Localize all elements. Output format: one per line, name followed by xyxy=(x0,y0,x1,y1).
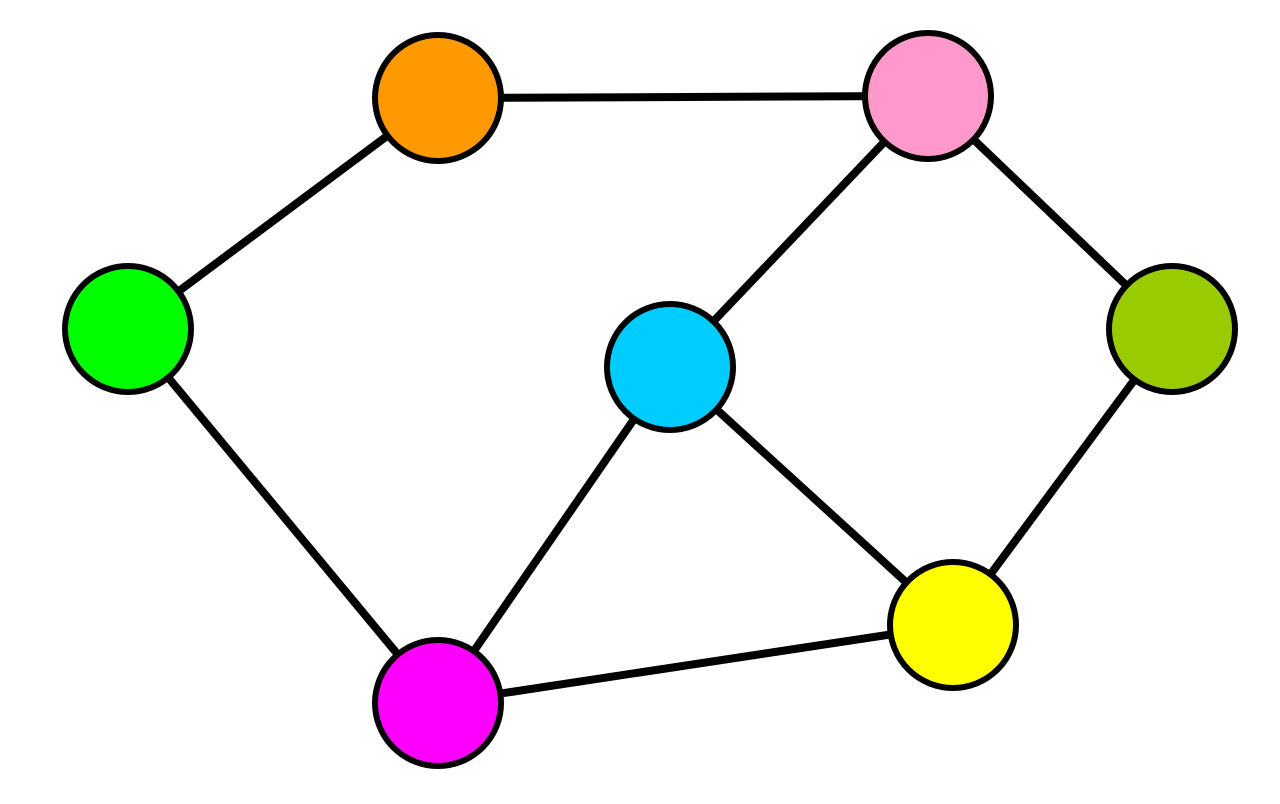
graph-node xyxy=(372,637,504,769)
graph-node xyxy=(887,559,1019,691)
graph-node xyxy=(604,301,736,433)
graph-node xyxy=(1106,263,1238,395)
nodes-layer xyxy=(62,30,1238,769)
graph-edge xyxy=(437,621,954,707)
graph-edge xyxy=(434,364,674,706)
graph-node xyxy=(372,32,504,164)
graph-edge xyxy=(124,326,442,706)
graph-node xyxy=(862,30,994,162)
graph-edge xyxy=(437,92,929,102)
graph-node xyxy=(62,263,194,395)
